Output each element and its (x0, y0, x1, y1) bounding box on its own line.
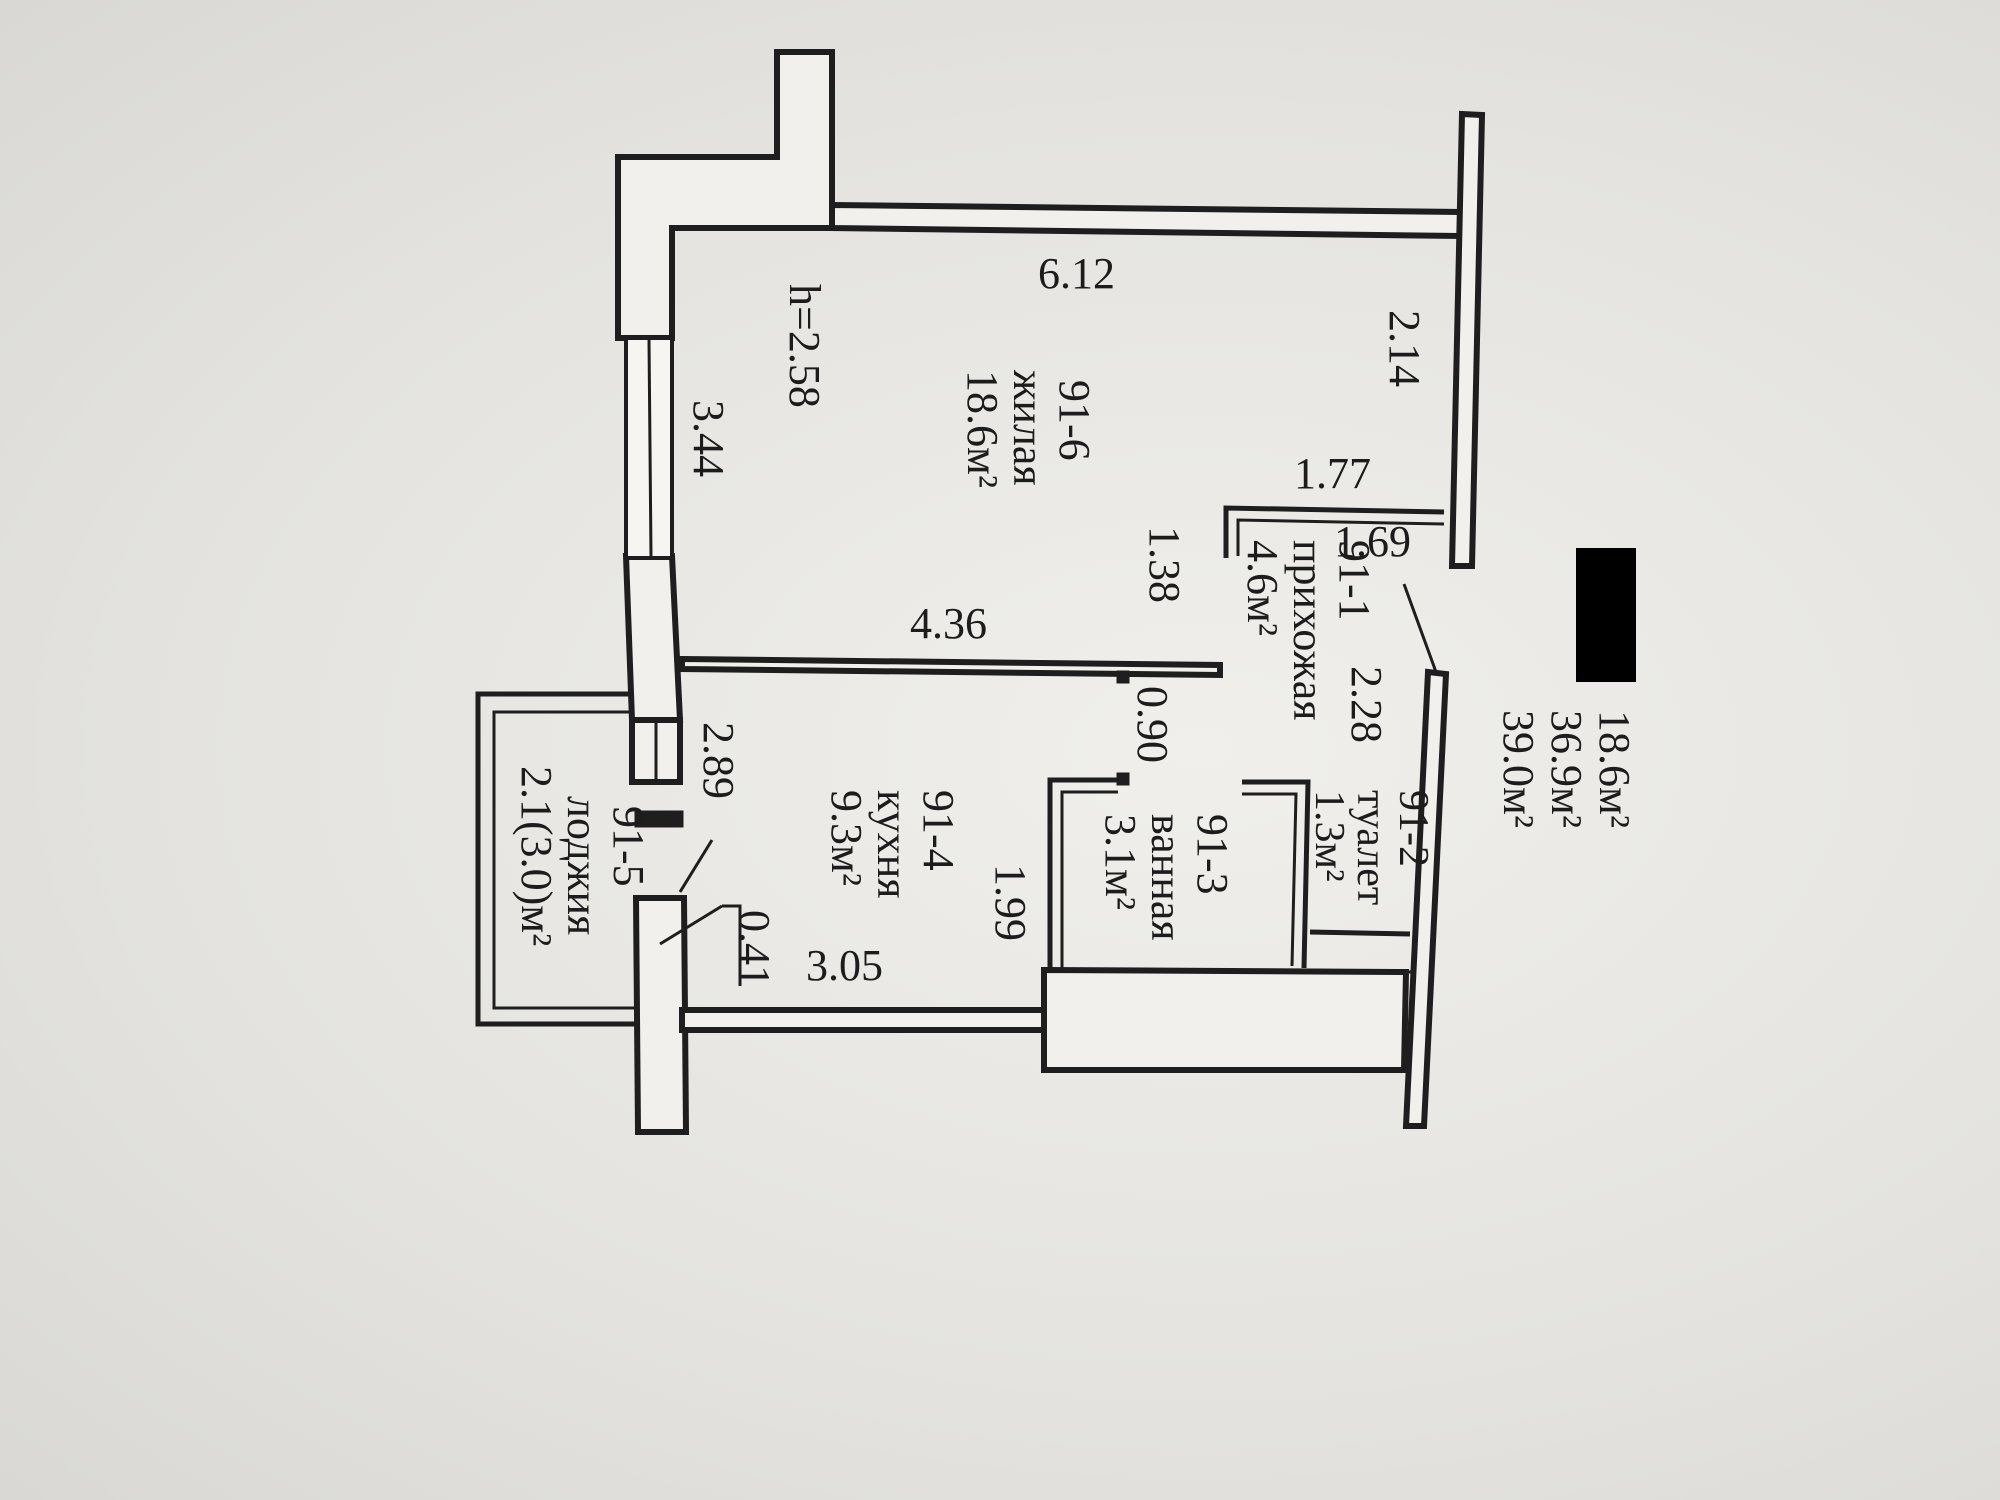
wall-kitchen-bottom (679, 1007, 1047, 1033)
dim-2-89: 2.89 (694, 722, 743, 799)
room-living-area: 18.6м² (958, 370, 1007, 488)
room-loggia-area: 2.1(3.0)м² (512, 766, 561, 946)
dim-1-77: 1.77 (1294, 449, 1371, 498)
wall-right-lower (1402, 668, 1450, 1129)
room-kitchen-id: 91-4 (914, 790, 963, 871)
room-bathroom-id: 91-3 (1188, 814, 1237, 895)
totals-block: 18.6м² 36.9м² 39.0м² (1494, 710, 1639, 828)
room-toilet: 91-2 туалет 1.3м² (1306, 790, 1436, 905)
wall-top (829, 201, 1463, 240)
room-toilet-name: туалет (1348, 790, 1394, 905)
dim-0-90: 0.90 (1128, 686, 1177, 763)
dim-4-36: 4.36 (910, 599, 987, 648)
room-loggia-name: лоджия (558, 796, 607, 935)
door-loggia (678, 839, 714, 893)
room-toilet-id: 91-2 (1390, 790, 1436, 867)
room-loggia-id: 91-5 (604, 806, 653, 887)
dim-1-99: 1.99 (986, 864, 1035, 941)
redacted-block (1576, 548, 1636, 682)
door-entrance (1402, 583, 1438, 673)
room-hallway: 91-1 прихожая 4.6м² (1238, 540, 1379, 721)
room-height: h=2.58 (780, 284, 829, 408)
wall-post (634, 810, 684, 828)
wall-left-bottom (632, 895, 690, 1135)
total-area-with-loggia: 39.0м² (1494, 710, 1543, 828)
room-bathroom-name: ванная (1142, 814, 1191, 941)
wall-bottom-block (1041, 966, 1410, 1073)
room-living: 91-6 жилая 18.6м² (958, 369, 1099, 488)
total-area: 36.9м² (1542, 710, 1591, 828)
total-living-area: 18.6м² (1590, 710, 1639, 828)
dim-3-05: 3.05 (806, 941, 883, 990)
dim-2-14: 2.14 (1380, 310, 1429, 387)
room-hallway-name: прихожая (1284, 540, 1333, 721)
dim-3-44: 3.44 (684, 400, 733, 477)
wall-living-kitchen (679, 655, 1223, 679)
wall-toilet (1309, 929, 1411, 937)
dim-0-41: 0.41 (730, 910, 779, 987)
room-hallway-id: 91-1 (1330, 540, 1379, 621)
room-bathroom-area: 3.1м² (1096, 814, 1145, 910)
door-loggia-swing (659, 904, 723, 946)
dim-2-28: 2.28 (1342, 666, 1391, 743)
room-hallway-area: 4.6м² (1238, 540, 1287, 636)
dim-1-69: 1.69 (1334, 517, 1411, 566)
dim-6-12: 6.12 (1038, 249, 1115, 298)
wall-right-upper (1448, 110, 1486, 569)
room-living-name: жилая (1004, 369, 1053, 486)
wall-hallway (1223, 505, 1445, 558)
room-bathroom: 91-3 ванная 3.1м² (1096, 814, 1237, 941)
wall-bathroom (1047, 777, 1118, 970)
room-kitchen: 91-4 кухня 9.3м² (822, 790, 963, 899)
room-kitchen-name: кухня (868, 790, 917, 899)
dim-1-38: 1.38 (1140, 526, 1189, 603)
room-loggia: 91-5 лоджия 2.1(3.0)м² (512, 766, 653, 946)
loggia-outline (475, 691, 638, 1027)
wall-left-mid (622, 553, 684, 723)
room-kitchen-area: 9.3м² (822, 790, 871, 886)
room-toilet-area: 1.3м² (1306, 790, 1352, 882)
room-living-id: 91-6 (1050, 380, 1099, 461)
